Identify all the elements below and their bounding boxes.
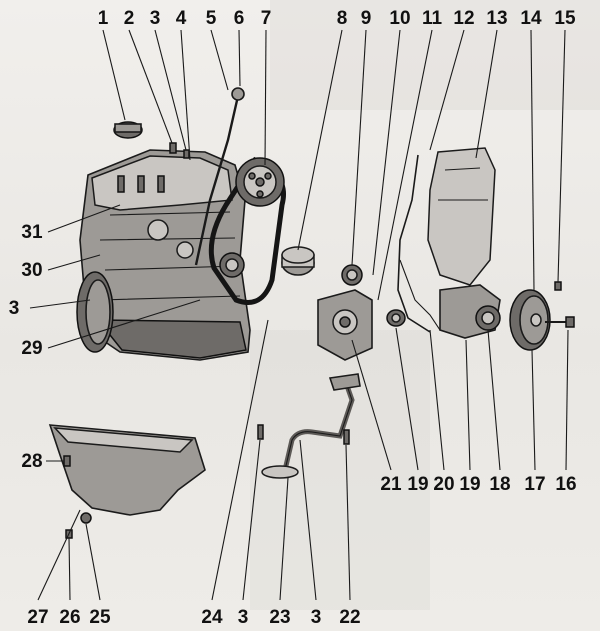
callout-right-3: 19 [459, 474, 480, 495]
flywheel-icon [76, 271, 114, 353]
callout-bottom-2: 25 [89, 607, 111, 628]
callout-bottom-1: 26 [59, 607, 80, 628]
callout-right-4: 18 [489, 474, 510, 495]
callout-top-10: 11 [422, 8, 443, 29]
callout-top-13: 14 [520, 8, 542, 29]
callout-top-0: 1 [98, 8, 109, 29]
callout-top-7: 8 [337, 8, 348, 29]
oil-filler-cap-icon [113, 121, 143, 139]
bolt-icon [554, 281, 562, 291]
crankshaft-pulley-icon [509, 289, 575, 351]
oil-pan-icon [48, 424, 206, 539]
callout-right-0: 21 [380, 474, 402, 495]
callout-top-12: 13 [486, 8, 507, 29]
callout-left-2: 3 [9, 298, 20, 319]
callout-top-1: 2 [124, 8, 135, 29]
callout-top-6: 7 [261, 8, 272, 29]
callout-left-4: 28 [21, 451, 42, 472]
callout-bottom-0: 27 [27, 607, 48, 628]
camshaft-pulley-icon [235, 157, 285, 207]
intermediate-pulley-icon [219, 252, 245, 278]
callout-top-2: 3 [150, 8, 161, 29]
callout-top-9: 10 [389, 8, 410, 29]
callout-bottom-7: 22 [339, 607, 360, 628]
oil-pump-icon [317, 289, 373, 361]
engine-block-icon [79, 149, 251, 361]
callout-left-3: 29 [21, 338, 42, 359]
callout-top-3: 4 [176, 8, 187, 29]
callout-bottom-6: 3 [311, 607, 322, 628]
timing-belt-cover-icon [397, 147, 496, 333]
callout-top-14: 15 [554, 8, 576, 29]
callout-top-8: 9 [361, 8, 372, 29]
callout-right-6: 16 [555, 474, 576, 495]
seal-ring-icon [386, 309, 406, 327]
crankshaft-gear-icon [341, 264, 363, 286]
dipstick-icon [194, 87, 245, 266]
callout-bottom-4: 3 [238, 607, 249, 628]
callout-bottom-3: 24 [201, 607, 223, 628]
callout-left-0: 31 [21, 222, 43, 243]
callout-right-1: 19 [407, 474, 428, 495]
belt-tensioner-icon [281, 246, 315, 276]
oil-pickup-tube-icon [261, 373, 361, 479]
sensor-bolts-icon [169, 142, 190, 159]
callout-left-1: 30 [21, 260, 42, 281]
callout-right-2: 20 [433, 474, 454, 495]
callout-bottom-5: 23 [269, 607, 290, 628]
water-pump-icon [439, 284, 501, 339]
callout-right-5: 17 [524, 474, 545, 495]
callout-top-5: 6 [234, 8, 245, 29]
callout-top-11: 12 [453, 8, 474, 29]
leader-lines [29, 29, 569, 601]
callout-top-4: 5 [206, 8, 217, 29]
